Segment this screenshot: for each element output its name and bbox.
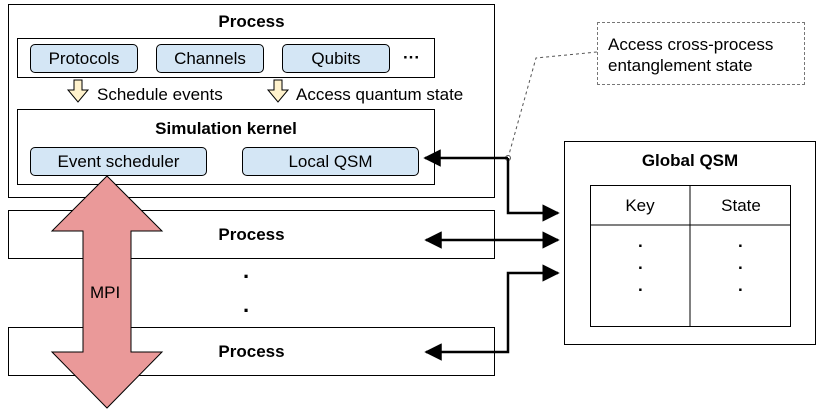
processes-ellipsis-1: .: [243, 258, 250, 283]
key-dot-2: .: [638, 254, 643, 273]
global-qsm-col-state: State: [721, 196, 761, 215]
cross-process-note: [597, 22, 805, 85]
event-scheduler: Event scheduler: [30, 147, 207, 176]
access-quantum-state-label: Access quantum state: [296, 85, 464, 104]
global-qsm-title: Global QSM: [641, 151, 739, 170]
modules-ellipsis: ···: [403, 48, 420, 67]
mpi-label: MPI: [90, 283, 121, 302]
mpi-arrow: [50, 175, 164, 409]
state-dot-3: .: [738, 276, 743, 295]
module-protocols: Protocols: [30, 44, 138, 73]
state-dot-1: .: [738, 232, 743, 251]
module-qubits: Qubits: [282, 44, 390, 73]
note-connector: [507, 51, 598, 159]
schedule-events-arrow: [66, 79, 90, 103]
process-3-title: Process: [218, 341, 285, 361]
connector-local-to-global: [506, 158, 560, 222]
state-dot-2: .: [738, 254, 743, 273]
processes-ellipsis-2: .: [243, 292, 250, 317]
access-quantum-state-arrow: [266, 79, 290, 103]
connector-process-3: [424, 264, 560, 361]
global-qsm-col-key: Key: [625, 196, 655, 215]
key-dot-3: .: [638, 276, 643, 295]
process-2-title: Process: [218, 224, 285, 244]
simulation-kernel-title: Simulation kernel: [155, 119, 297, 138]
schedule-events-label: Schedule events: [97, 85, 223, 104]
module-channels: Channels: [156, 44, 264, 73]
key-dot-1: .: [638, 232, 643, 251]
local-qsm: Local QSM: [242, 147, 419, 176]
process-main-title: Process: [218, 12, 285, 31]
cross-process-note-text: Access cross-process entanglement state: [608, 35, 774, 75]
